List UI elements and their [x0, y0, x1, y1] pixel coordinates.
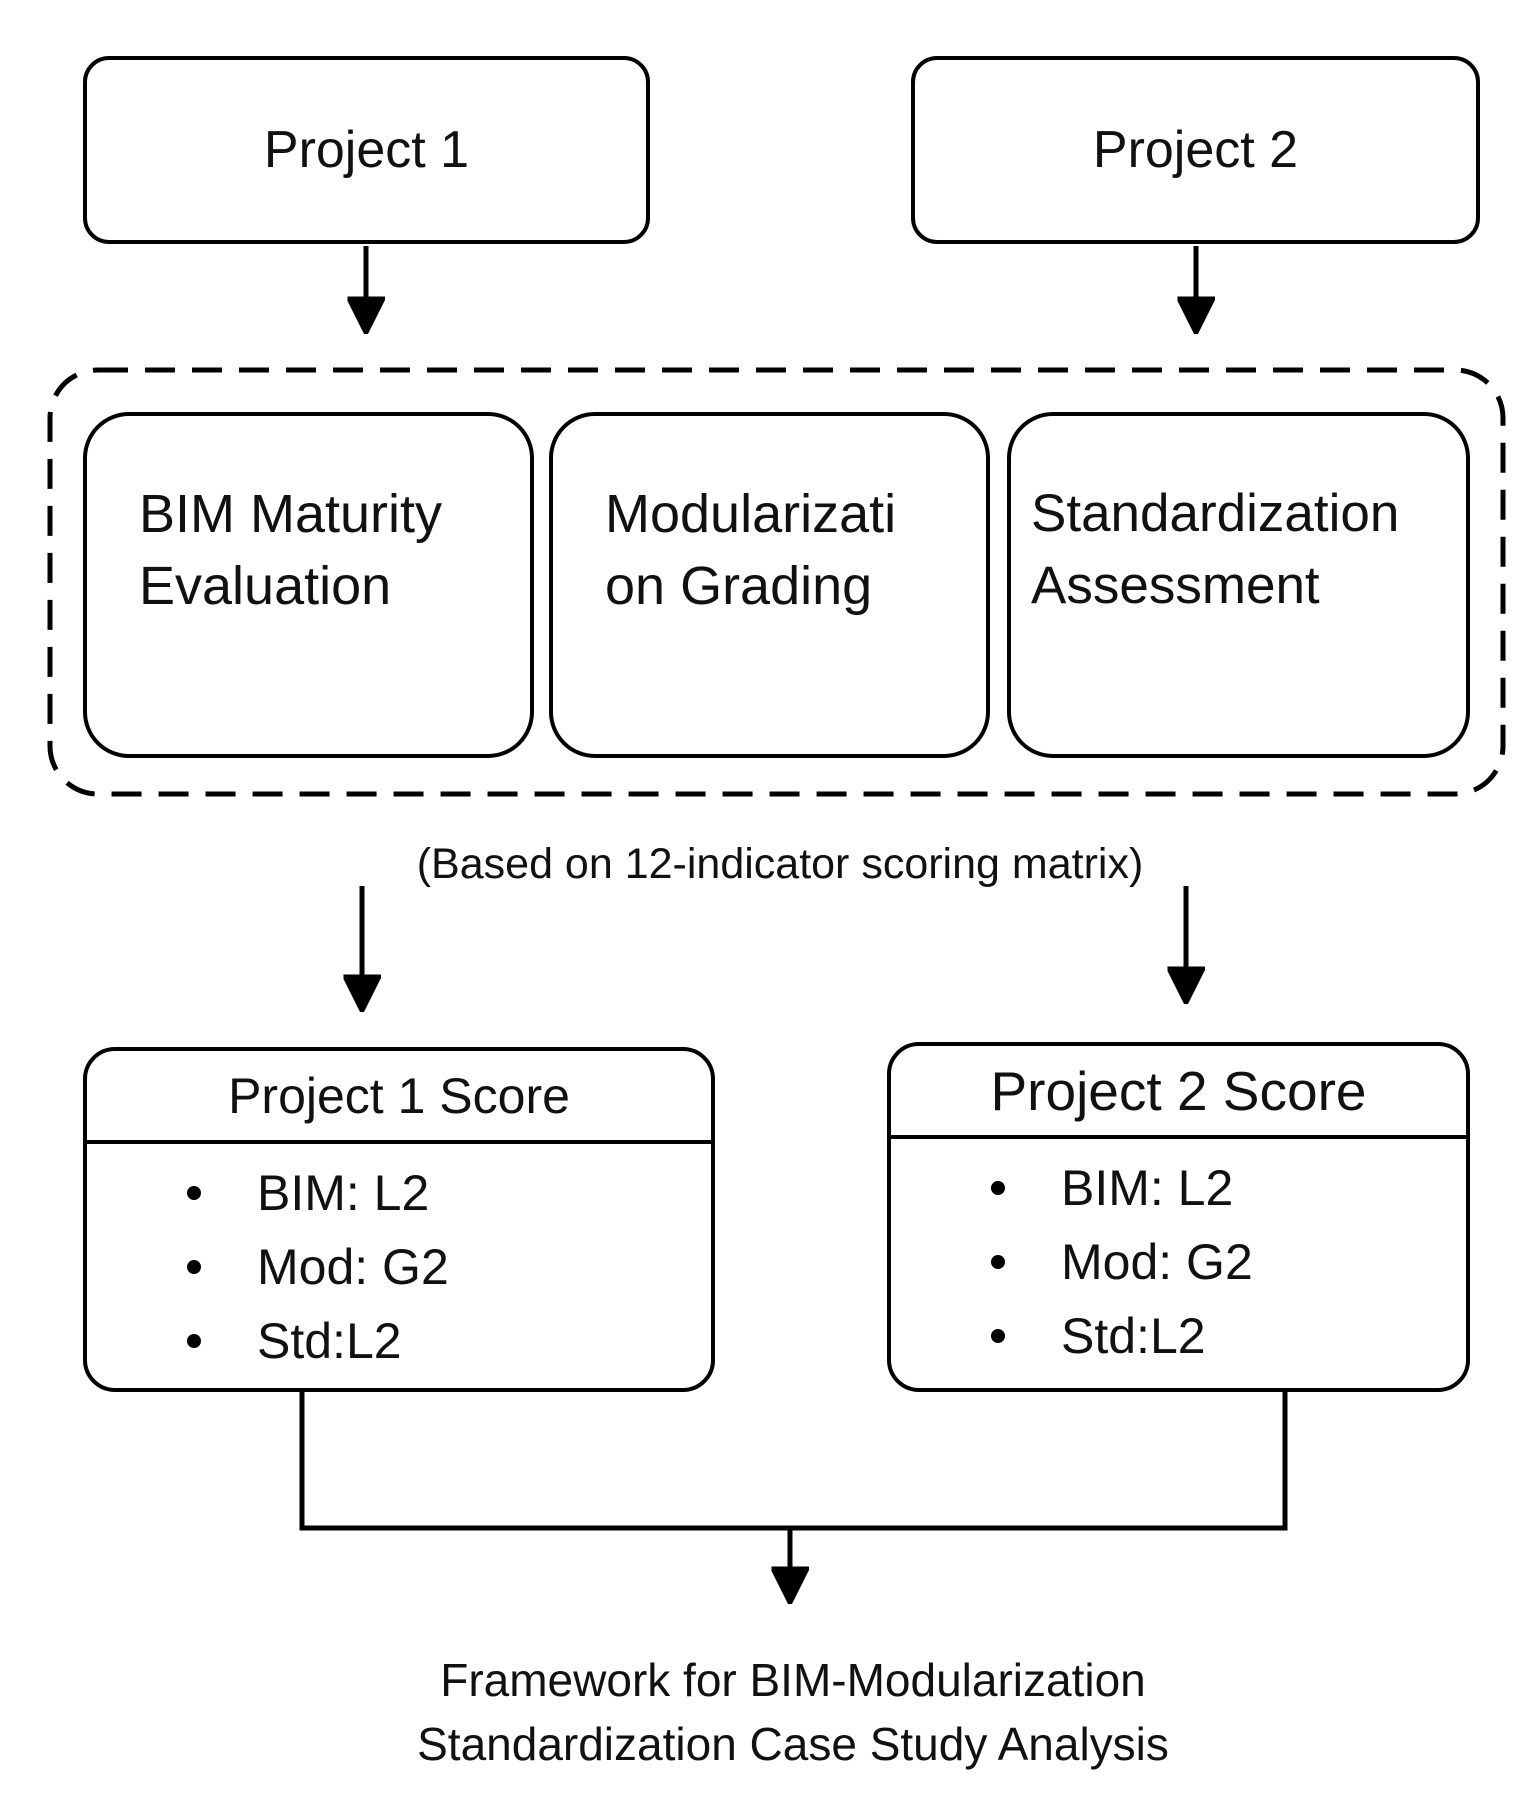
modularization-grading-label-line1: Modularizati	[605, 484, 897, 544]
score-divider	[891, 1135, 1466, 1139]
score-item-mod: Mod: G2	[87, 1230, 711, 1304]
project1-score-title: Project 1 Score	[228, 1067, 570, 1124]
framework-caption: Framework for BIM-Modularization Standar…	[417, 1648, 1169, 1776]
bullet-dot-icon	[991, 1255, 1005, 1269]
project2-score-title: Project 2 Score	[990, 1059, 1367, 1122]
scoring-matrix-caption: (Based on 12-indicator scoring matrix)	[416, 840, 1144, 888]
bim-maturity-evaluation-label-line2: Evaluation	[139, 556, 392, 616]
score-item-mod-label: Mod: G2	[1061, 1234, 1253, 1290]
project1-box: Project 1	[83, 56, 650, 244]
modularization-grading-label-line2: on Grading	[605, 556, 873, 616]
project1-score-list: BIM: L2 Mod: G2 Std:L2	[87, 1144, 711, 1378]
project2-label: Project 2	[1092, 121, 1299, 179]
bullet-dot-icon	[187, 1186, 201, 1200]
score-item-mod: Mod: G2	[891, 1225, 1466, 1299]
bullet-dot-icon	[991, 1181, 1005, 1195]
project2-score-list: BIM: L2 Mod: G2 Std:L2	[891, 1139, 1466, 1373]
bullet-dot-icon	[187, 1334, 201, 1348]
score-item-std: Std:L2	[87, 1304, 711, 1378]
score-merge-connector	[299, 1392, 1288, 1531]
standardization-assessment-label-line1: Standardization	[1031, 484, 1400, 543]
bullet-dot-icon	[187, 1260, 201, 1274]
score-item-mod-label: Mod: G2	[257, 1239, 449, 1295]
standardization-assessment-box: Standardization Assessment	[1007, 412, 1470, 758]
project1-label: Project 1	[263, 121, 470, 179]
bim-maturity-evaluation-label-line1: BIM Maturity	[139, 484, 443, 544]
framework-caption-line2: Standardization Case Study Analysis	[417, 1718, 1169, 1770]
score-divider	[87, 1140, 711, 1144]
score-item-bim: BIM: L2	[87, 1156, 711, 1230]
score-item-std-label: Std:L2	[257, 1313, 402, 1369]
framework-caption-line1: Framework for BIM-Modularization	[440, 1654, 1146, 1706]
project2-score-box: Project 2 Score BIM: L2 Mod: G2 Std:L2	[887, 1042, 1470, 1392]
standardization-assessment-label-line2: Assessment	[1031, 556, 1320, 615]
bullet-dot-icon	[991, 1329, 1005, 1343]
score-item-bim-label: BIM: L2	[1061, 1160, 1234, 1216]
score-item-bim-label: BIM: L2	[257, 1165, 430, 1221]
project2-box: Project 2	[911, 56, 1480, 244]
score-item-std: Std:L2	[891, 1299, 1466, 1373]
modularization-grading-box: Modularizati on Grading	[549, 412, 990, 758]
score-item-std-label: Std:L2	[1061, 1308, 1206, 1364]
bim-maturity-evaluation-box: BIM Maturity Evaluation	[83, 412, 534, 758]
score-item-bim: BIM: L2	[891, 1151, 1466, 1225]
project1-score-box: Project 1 Score BIM: L2 Mod: G2 Std:L2	[83, 1047, 715, 1392]
